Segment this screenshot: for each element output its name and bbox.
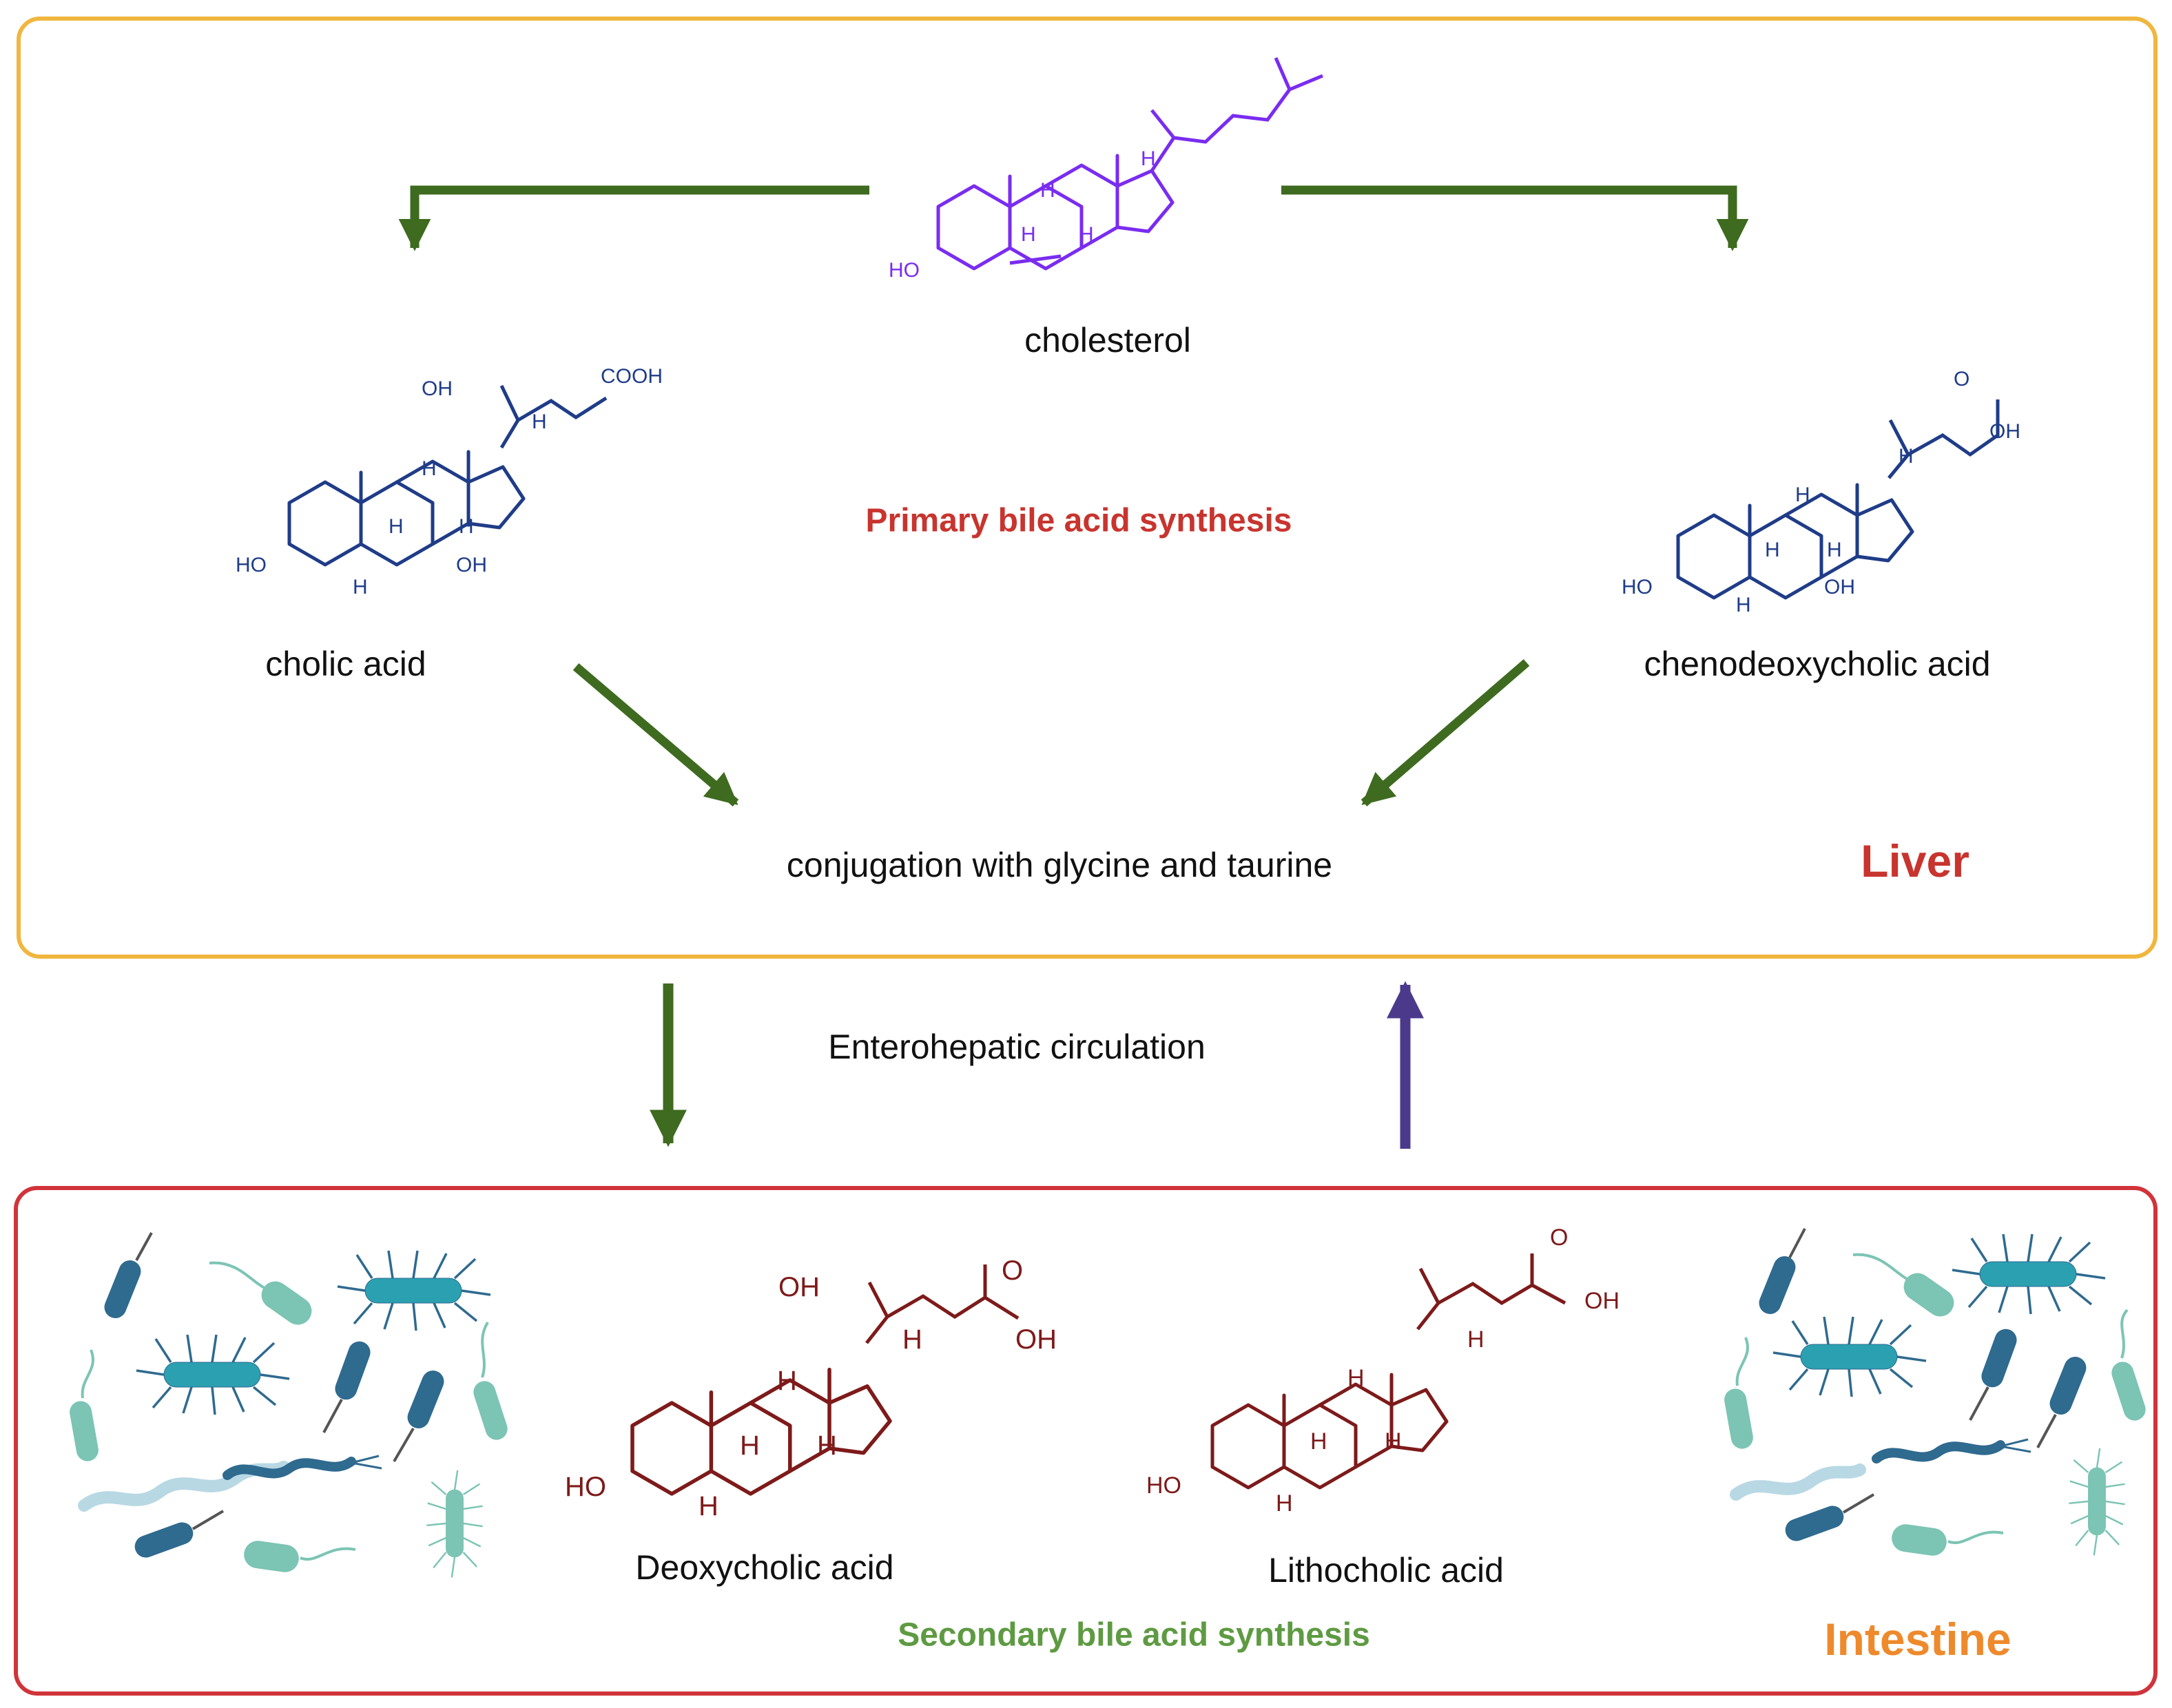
bacteria-icon: [209, 1261, 318, 1331]
svg-text:H: H: [389, 515, 404, 538]
bacteria-icon: [1969, 1326, 2020, 1421]
bacteria-icon: [101, 1232, 153, 1322]
bacteria-icon: [1890, 1522, 2004, 1558]
svg-text:H: H: [1310, 1428, 1327, 1455]
bacteria-icon: [68, 1349, 101, 1464]
svg-text:HO: HO: [889, 259, 920, 282]
conjugation-label: conjugation with glycine and taurine: [786, 846, 1333, 884]
svg-text:H: H: [1347, 1365, 1365, 1391]
bacteria-icon: [426, 1469, 484, 1579]
deoxycholic-acid-structure: HO OH OH O H H H H H: [565, 1256, 1057, 1521]
lithocholic-acid-structure: HO OH O H H H H H: [1146, 1225, 1620, 1517]
bacteria-icon: [470, 1321, 510, 1443]
svg-text:O: O: [1954, 368, 1969, 390]
deoxycholic-acid-label: Deoxycholic acid: [635, 1548, 894, 1587]
svg-text:H: H: [1079, 223, 1094, 246]
intestine-label: Intestine: [1824, 1614, 2011, 1665]
svg-text:H: H: [532, 410, 547, 433]
svg-text:H: H: [740, 1430, 760, 1461]
bacteria-icon: [132, 1510, 225, 1561]
svg-text:H: H: [1141, 147, 1156, 170]
arrow-cdca-to-conjugation: [1361, 659, 1530, 806]
svg-text:H: H: [1827, 539, 1842, 561]
svg-text:H: H: [353, 576, 368, 598]
bacteria-icon: [223, 1455, 382, 1480]
svg-text:H: H: [902, 1324, 922, 1355]
cholesterol-label: cholesterol: [1024, 321, 1191, 360]
bacteria-icon: [1722, 1337, 1755, 1451]
bacteria-icon: [242, 1539, 356, 1574]
svg-text:H: H: [1021, 223, 1036, 246]
bacteria-icon: [2068, 1447, 2126, 1556]
svg-text:OH: OH: [1989, 420, 2020, 443]
svg-text:H: H: [1276, 1490, 1293, 1517]
svg-text:H: H: [1795, 483, 1810, 506]
svg-text:O: O: [1550, 1225, 1568, 1251]
chenodeoxycholic-acid-label: chenodeoxycholic acid: [1644, 645, 1991, 683]
svg-text:HO: HO: [565, 1472, 606, 1502]
arrow-cholic-to-conjugation: [572, 663, 739, 806]
svg-text:H: H: [459, 515, 474, 538]
svg-text:H: H: [777, 1366, 797, 1396]
bacteria-icon: [1772, 1315, 1927, 1398]
bacteria-icon: [1951, 1233, 2107, 1315]
svg-text:OH: OH: [1015, 1324, 1057, 1355]
svg-text:HO: HO: [236, 554, 267, 576]
bacteria-icon: [2109, 1309, 2149, 1424]
svg-text:OH: OH: [778, 1272, 820, 1302]
svg-text:OH: OH: [456, 554, 487, 576]
cholic-acid-label: cholic acid: [265, 645, 426, 683]
cholic-acid-structure: HO OH OH COOH H H H H H: [236, 365, 663, 598]
cholesterol-structure: HO H H H H: [889, 57, 1323, 282]
bacteria-icon: [2036, 1353, 2090, 1448]
cdca-structure: HO OH OH O H H H H H: [1622, 368, 2020, 616]
bacteria-icon: [1782, 1493, 1875, 1545]
svg-text:H: H: [699, 1491, 718, 1521]
secondary-synthesis-header: Secondary bile acid synthesis: [898, 1616, 1370, 1654]
enterohepatic-circulation-label: Enterohepatic circulation: [828, 1028, 1206, 1066]
svg-text:O: O: [1002, 1256, 1023, 1286]
svg-text:OH: OH: [1824, 576, 1855, 598]
svg-text:COOH: COOH: [601, 365, 663, 388]
bacteria-icon: [135, 1333, 291, 1416]
svg-text:H: H: [422, 457, 437, 480]
svg-text:H: H: [1467, 1326, 1485, 1353]
svg-text:OH: OH: [422, 377, 453, 400]
bacteria-icon: [1852, 1253, 1960, 1322]
liver-label: Liver: [1861, 835, 1969, 886]
svg-text:H: H: [1899, 445, 1914, 468]
bacteria-icon: [1755, 1228, 1806, 1318]
arrow-cholesterol-to-cholic: [398, 185, 869, 251]
primary-synthesis-header: Primary bile acid synthesis: [865, 502, 1292, 539]
svg-text:HO: HO: [1622, 576, 1653, 598]
svg-text:HO: HO: [1146, 1472, 1181, 1499]
liver-box: [17, 17, 2158, 959]
bacteria-icon: [336, 1249, 492, 1332]
svg-text:OH: OH: [1584, 1288, 1620, 1314]
bacteria-icon: [322, 1338, 374, 1433]
svg-text:H: H: [1040, 179, 1055, 202]
bacteria-icon: [1730, 1464, 1866, 1501]
bacteria-icon: [1872, 1438, 2031, 1464]
svg-text:H: H: [1765, 539, 1780, 561]
lithocholic-acid-label: Lithocholic acid: [1268, 1551, 1504, 1590]
bacteria-icon: [393, 1367, 448, 1463]
svg-text:H: H: [817, 1430, 837, 1461]
svg-text:H: H: [1385, 1428, 1402, 1455]
intestine-box: [14, 1186, 2158, 1696]
arrow-cholesterol-to-cdca: [1281, 185, 1749, 251]
svg-text:H: H: [1736, 594, 1751, 616]
